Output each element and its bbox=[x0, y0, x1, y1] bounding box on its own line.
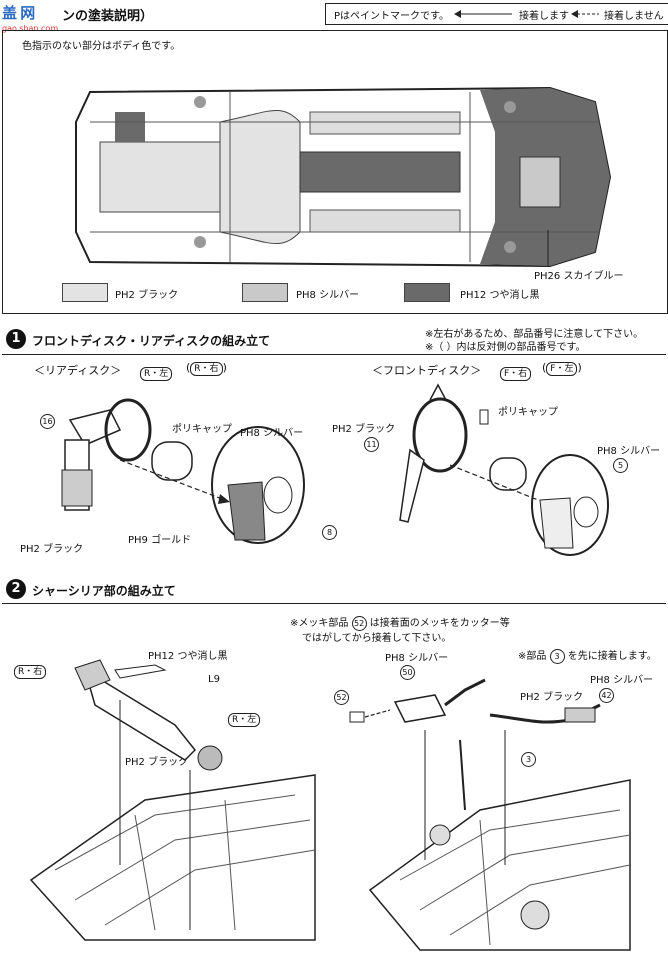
swatch-silver bbox=[242, 283, 288, 302]
rear-gold-label: PH9 ゴールド bbox=[128, 535, 192, 546]
step2-black-label: PH2 ブラック bbox=[125, 757, 189, 768]
step-2-title: シャーシリア部の組み立て bbox=[32, 584, 176, 598]
rear-part-8: 8 bbox=[322, 525, 337, 540]
step-1-divider bbox=[2, 354, 666, 355]
part-50: 50 bbox=[400, 665, 415, 680]
legend-box: Pはペイントマークです。 接着します 接着しません bbox=[325, 3, 668, 25]
part3-note: ※部品 3 を先に接着します。 bbox=[518, 649, 657, 664]
front-part-5: 5 bbox=[613, 458, 628, 473]
swatch-black-label: PH2 ブラック bbox=[115, 290, 179, 301]
rear-chassis-left-diagram bbox=[29, 659, 316, 941]
step-2-number: 2 bbox=[6, 579, 26, 599]
step2-tag-left: R・左 bbox=[228, 707, 261, 727]
part-52: 52 bbox=[334, 690, 349, 705]
pipe-black-label: PH2 ブラック bbox=[520, 692, 584, 703]
rear-black-label: PH2 ブラック bbox=[20, 544, 84, 555]
rear-disc-diagram bbox=[61, 398, 305, 544]
watermark-url: gao.shan.com bbox=[2, 24, 59, 33]
plating-part-52: 52 bbox=[351, 616, 367, 631]
chassis-top-view bbox=[75, 86, 612, 268]
front-tag-left: (F・左) bbox=[542, 361, 582, 376]
legend-paint-mark: Pはペイントマークです。 bbox=[334, 11, 450, 22]
swatch-matte-black bbox=[404, 283, 450, 302]
step-1-title: フロントディスク・リアディスクの組み立て bbox=[32, 334, 271, 348]
body-color-note: 色指示のない部分はボディ色です。 bbox=[22, 41, 181, 52]
front-tag-right: F・右 bbox=[500, 361, 532, 381]
plating-note-2: ではがしてから接着して下さい。 bbox=[302, 633, 452, 644]
step2-l9-label: L9 bbox=[208, 674, 220, 685]
swatch-black bbox=[62, 283, 108, 302]
front-polycap-label: ポリキャップ bbox=[498, 407, 558, 418]
plating-note-1: ※メッキ部品 52 は接着面のメッキをカッター等 bbox=[290, 616, 510, 631]
front-disc-heading: ＜フロントディスク＞ bbox=[372, 364, 482, 377]
step2-matte-label: PH12 つや消し黒 bbox=[148, 651, 228, 662]
part-3: 3 bbox=[521, 752, 536, 767]
step2-tag-right: R・右 bbox=[14, 659, 47, 679]
page-title: ンの塗装説明） bbox=[62, 9, 154, 24]
step-2-divider bbox=[2, 603, 666, 604]
watermark-text: 盖 网 bbox=[2, 4, 35, 22]
front-black-label: PH2 ブラック bbox=[332, 424, 396, 435]
no-glue-arrow-icon bbox=[571, 10, 599, 18]
rear-polycap-label: ポリキャップ bbox=[172, 424, 232, 435]
part3-note-number: 3 bbox=[549, 649, 565, 664]
watermark-logo: 盖 网 gao.shan.com bbox=[2, 2, 64, 38]
rear-tag-right: (R・右) bbox=[186, 361, 227, 376]
pipe-silver-label: PH8 シルバー bbox=[590, 675, 654, 686]
legend-glue: 接着します bbox=[519, 11, 569, 22]
rear-disc-heading: ＜リアディスク＞ bbox=[34, 364, 122, 377]
front-disc-diagram bbox=[399, 383, 609, 556]
step-1-note-2: ※（ ）内は反対側の部品番号です。 bbox=[425, 342, 586, 353]
legend-no-glue: 接着しません bbox=[604, 11, 664, 22]
step-1-number: 1 bbox=[6, 329, 26, 349]
sky-blue-label: PH26 スカイブルー bbox=[534, 271, 624, 282]
rear-silver-label: PH8 シルバー bbox=[240, 428, 304, 439]
swatch-matte-black-label: PH12 つや消し黒 bbox=[460, 290, 540, 301]
rear-tag-left: R・左 bbox=[140, 361, 173, 381]
rear-part-16: 16 bbox=[40, 414, 55, 429]
glue-arrow-icon bbox=[454, 10, 512, 18]
front-part-11: 11 bbox=[364, 437, 379, 452]
swatch-silver-label: PH8 シルバー bbox=[296, 290, 360, 301]
part-42: 42 bbox=[599, 688, 614, 703]
step-1-note-1: ※左右があるため、部品番号に注意して下さい。 bbox=[425, 329, 644, 340]
muffler-silver-label: PH8 シルバー bbox=[385, 653, 449, 664]
front-silver-label: PH8 シルバー bbox=[597, 446, 661, 457]
rear-chassis-right-diagram bbox=[349, 678, 631, 951]
